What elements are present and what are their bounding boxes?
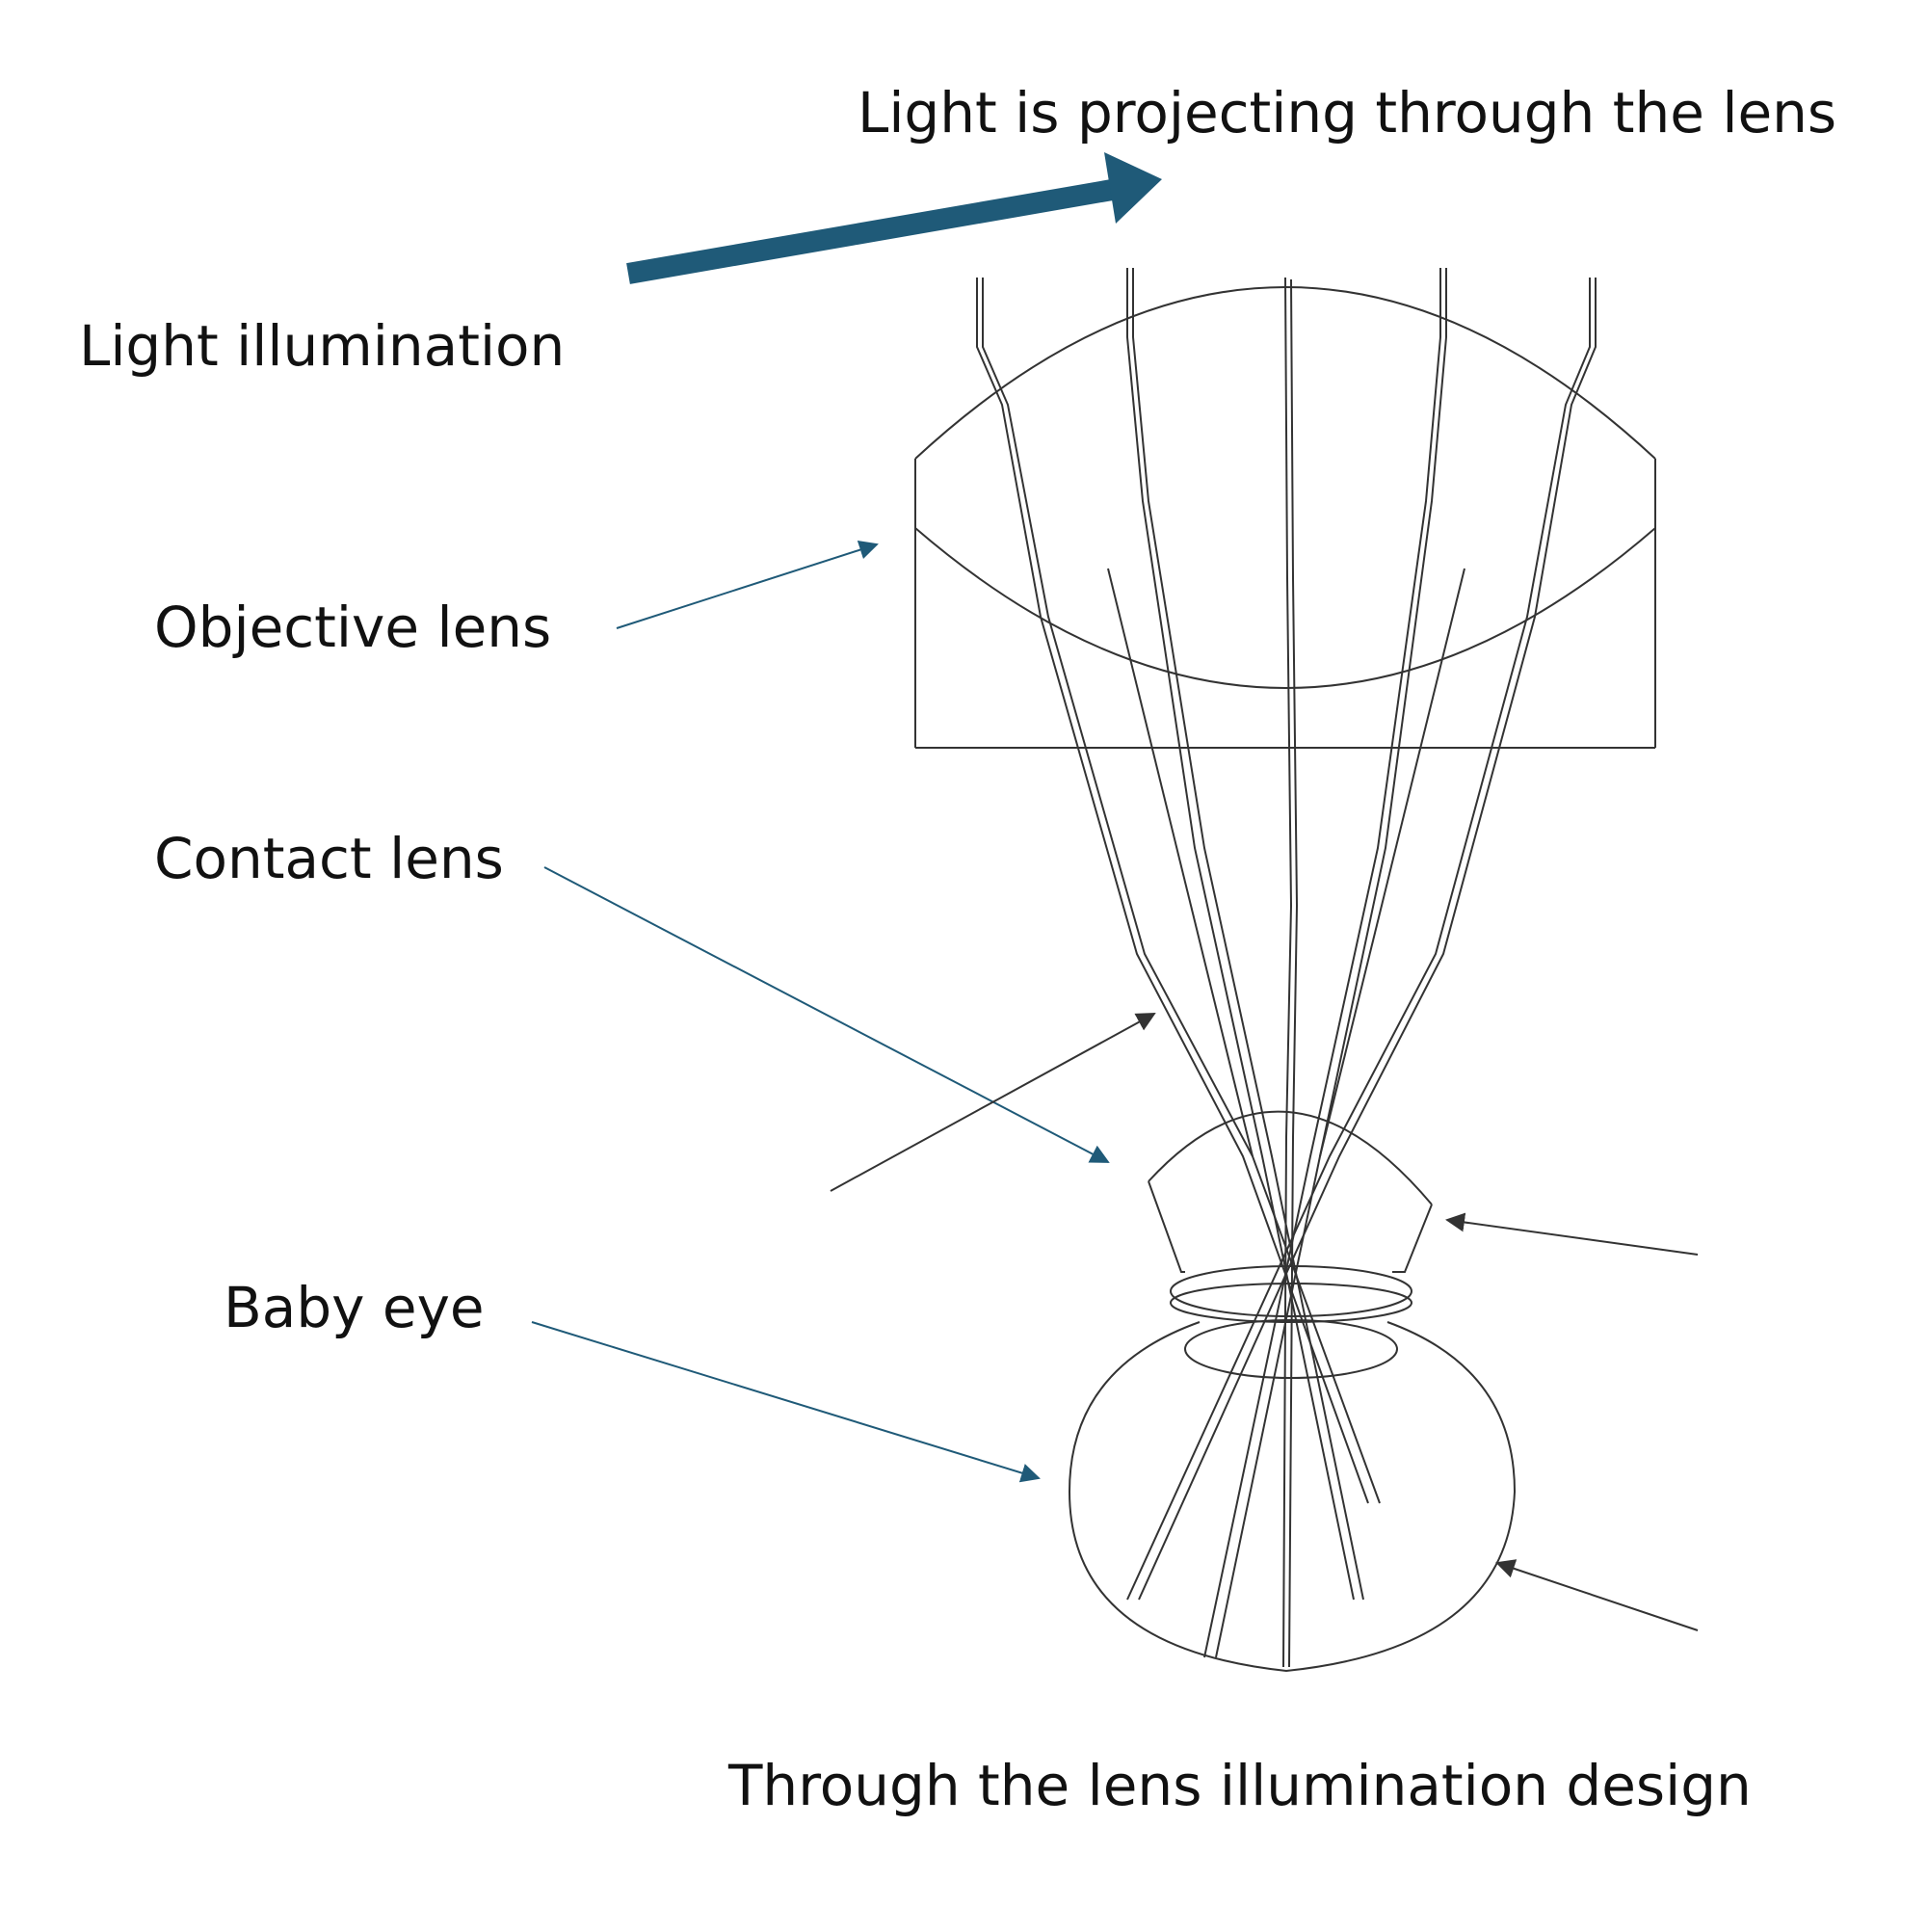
objective-lens-label: Objective lens: [154, 595, 552, 660]
projecting-label: Light is projecting through the lens: [858, 80, 1837, 146]
objective-lens-pointer: [616, 541, 879, 629]
light-rays: [976, 268, 1597, 1668]
ray-pointer: [830, 1013, 1156, 1192]
projection-arrow: [626, 152, 1162, 284]
contact-lens: [1148, 1110, 1433, 1323]
contact-lens-pointer: [543, 866, 1110, 1163]
baby-eye-pointer: [531, 1321, 1041, 1483]
contact-lens-label: Contact lens: [154, 826, 504, 891]
diagram-caption: Through the lens illumination design: [728, 1753, 1752, 1818]
eye-right-pointer: [1495, 1559, 1699, 1631]
contact-lens-right-pointer: [1445, 1212, 1699, 1256]
baby-eye-label: Baby eye: [224, 1275, 485, 1340]
light-illumination-label: Light illumination: [79, 313, 566, 379]
baby-eye: [1068, 1319, 1517, 1673]
